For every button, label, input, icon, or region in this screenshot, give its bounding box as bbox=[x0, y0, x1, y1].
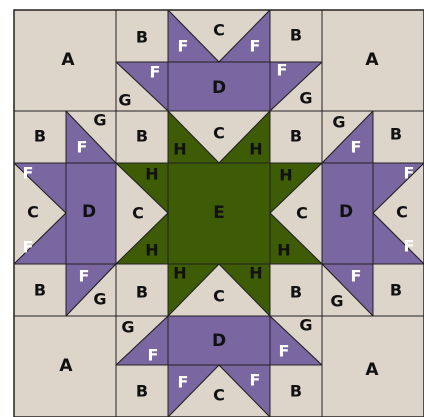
label-b-13: B bbox=[390, 281, 402, 300]
label-h-53: H bbox=[173, 140, 186, 159]
label-f-32: F bbox=[277, 61, 288, 80]
label-c-20: C bbox=[27, 203, 39, 222]
label-g-50: G bbox=[93, 290, 106, 309]
label-f-40: F bbox=[79, 267, 90, 286]
label-f-41: F bbox=[404, 164, 415, 183]
label-f-33: F bbox=[148, 346, 159, 365]
label-b-6: B bbox=[34, 127, 46, 146]
label-f-35: F bbox=[178, 373, 189, 392]
label-f-37: F bbox=[23, 164, 34, 183]
label-b-12: B bbox=[290, 283, 302, 302]
label-f-39: F bbox=[77, 138, 88, 157]
label-c-21: C bbox=[132, 204, 144, 223]
label-f-36: F bbox=[250, 371, 261, 390]
label-g-49: G bbox=[93, 111, 106, 130]
label-d-25: D bbox=[212, 331, 226, 351]
label-f-30: F bbox=[250, 37, 261, 56]
label-d-26: D bbox=[82, 202, 96, 222]
label-b-4: B bbox=[136, 28, 148, 47]
label-f-38: F bbox=[23, 238, 34, 257]
label-d-27: D bbox=[339, 202, 353, 222]
label-h-54: H bbox=[249, 140, 262, 159]
label-f-44: F bbox=[351, 267, 362, 286]
label-a-1: A bbox=[365, 50, 379, 70]
label-g-52: G bbox=[330, 292, 343, 311]
label-g-48: G bbox=[299, 316, 312, 335]
label-b-9: B bbox=[390, 125, 402, 144]
label-b-7: B bbox=[136, 127, 148, 146]
label-c-17: C bbox=[213, 124, 225, 143]
label-h-59: H bbox=[279, 166, 292, 185]
label-c-23: C bbox=[296, 204, 308, 223]
label-b-11: B bbox=[136, 283, 148, 302]
label-b-15: B bbox=[290, 382, 302, 401]
label-h-56: H bbox=[249, 264, 262, 283]
label-g-45: G bbox=[118, 91, 131, 110]
label-b-14: B bbox=[136, 382, 148, 401]
label-b-10: B bbox=[34, 281, 46, 300]
label-a-2: A bbox=[59, 356, 73, 376]
label-g-46: G bbox=[299, 89, 312, 108]
label-f-42: F bbox=[404, 237, 415, 256]
label-h-58: H bbox=[145, 241, 158, 260]
label-f-29: F bbox=[178, 37, 189, 56]
label-b-5: B bbox=[290, 26, 302, 45]
label-c-19: C bbox=[213, 287, 225, 306]
label-e-28: E bbox=[213, 203, 225, 223]
label-a-3: A bbox=[365, 360, 379, 380]
label-g-47: G bbox=[121, 318, 134, 337]
label-c-22: C bbox=[396, 203, 408, 222]
label-h-60: H bbox=[277, 241, 290, 260]
label-g-51: G bbox=[332, 113, 345, 132]
label-c-18: C bbox=[213, 386, 225, 405]
label-h-57: H bbox=[145, 165, 158, 184]
label-b-8: B bbox=[290, 127, 302, 146]
label-f-31: F bbox=[150, 63, 161, 82]
label-f-43: F bbox=[351, 138, 362, 157]
label-d-24: D bbox=[212, 78, 226, 98]
label-c-16: C bbox=[213, 21, 225, 40]
label-h-55: H bbox=[173, 264, 186, 283]
label-a-0: A bbox=[61, 50, 75, 70]
label-f-34: F bbox=[279, 342, 290, 361]
